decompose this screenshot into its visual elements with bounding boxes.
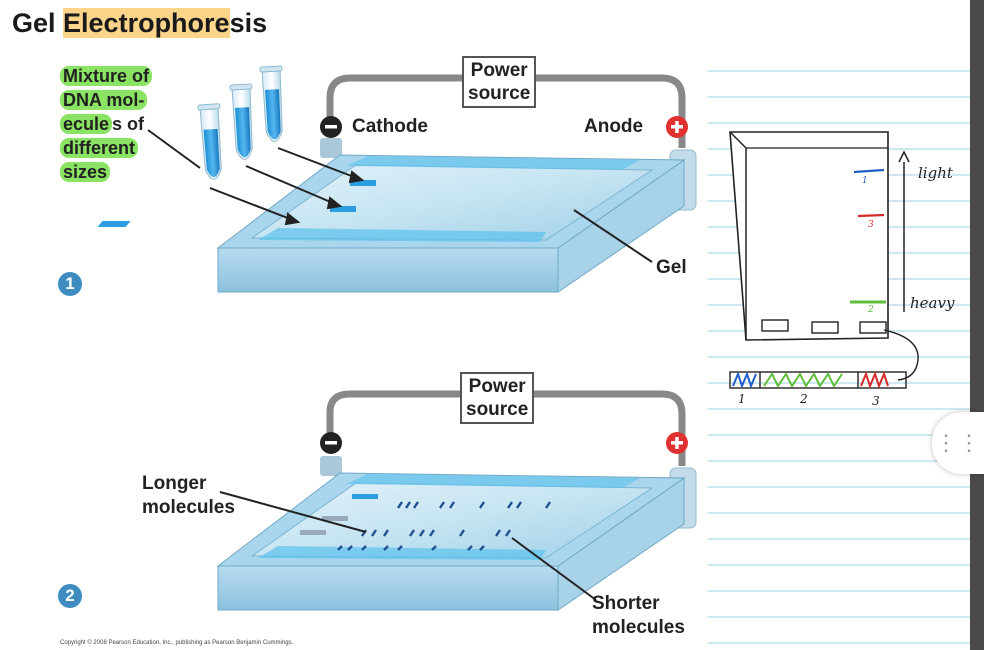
panel1-channel-far	[346, 156, 640, 170]
sketch-band-blue-number: 1	[862, 176, 868, 186]
gel-label: Gel	[656, 257, 687, 278]
step-2-badge: 2	[58, 584, 82, 608]
handwritten-gel-sketch	[729, 131, 919, 389]
panel1-power-line2: source	[468, 83, 531, 104]
mixture-line5: sizes	[60, 162, 111, 182]
panel2-box-front	[217, 565, 559, 611]
panel1-well-2	[330, 206, 356, 212]
longer-line1: Longer	[142, 473, 207, 494]
panel1-channel-near	[258, 228, 546, 242]
panel1-connector-left	[320, 138, 342, 158]
sketch-band-green-number: 2	[868, 305, 874, 315]
sketch-tube-strip	[729, 371, 907, 389]
sample-tubes	[197, 65, 283, 180]
cathode-label: Cathode	[352, 116, 428, 137]
page-title: Gel Electrophoresis	[12, 8, 267, 39]
sketch-lane3-label: 3	[872, 394, 880, 408]
panel2-power-line2: source	[466, 399, 529, 420]
mixture-line4: different	[60, 138, 138, 158]
window-scroll-edge[interactable]	[970, 0, 984, 650]
sketch-gel-outline	[729, 131, 889, 341]
panel1-power-source-box: Power source	[462, 56, 537, 108]
anode-label: Anode	[584, 116, 644, 137]
sketch-lane1-label: 1	[738, 392, 746, 406]
more-dots-icon[interactable]: ⋮⋮	[932, 412, 984, 474]
longer-line2: molecules	[142, 497, 235, 518]
sample-arrows	[147, 129, 365, 226]
longer-molecules-label: Longer molecules	[142, 472, 235, 520]
title-part1: Gel	[12, 8, 64, 38]
panel1-apparatus	[97, 74, 697, 293]
panel1-well-1	[97, 221, 131, 227]
title-part2: sis	[229, 8, 268, 38]
copyright-text: Copyright © 2008 Pearson Education, Inc.…	[60, 640, 294, 646]
shorter-line2: molecules	[592, 617, 685, 638]
shorter-molecules-label: Shorter molecules	[592, 592, 685, 640]
mixture-line2: DNA mol-	[60, 90, 148, 110]
shorter-pointer	[511, 537, 597, 601]
title-highlight: Electrophore	[63, 8, 230, 38]
sketch-heavy-label: heavy	[910, 294, 955, 312]
mixture-line3b: s of	[112, 114, 145, 134]
sketch-well-1	[761, 319, 789, 332]
panel1-gel-pointer	[573, 209, 653, 263]
panel2-apparatus	[216, 390, 697, 611]
panel1-power-line1: Power	[470, 60, 528, 81]
sketch-lane2-label: 2	[800, 392, 808, 406]
sketch-light-label: light	[918, 164, 953, 182]
mixture-line1: Mixture of	[60, 66, 153, 86]
sketch-band-red	[857, 213, 885, 218]
sketch-band-blue	[853, 168, 885, 174]
panel2-power-source-box: Power source	[460, 372, 535, 424]
shorter-line1: Shorter	[592, 593, 660, 614]
sketch-band-red-number: 3	[868, 220, 874, 230]
sketch-well-3	[859, 321, 887, 334]
panel1-well-3	[350, 180, 376, 186]
longer-pointer	[219, 491, 367, 533]
panel1-box-front	[217, 247, 559, 293]
step-1-badge: 1	[58, 272, 82, 296]
sketch-well-2	[811, 321, 839, 334]
panel2-power-line1: Power	[468, 376, 526, 397]
mixture-line3a: ecule	[60, 114, 113, 134]
